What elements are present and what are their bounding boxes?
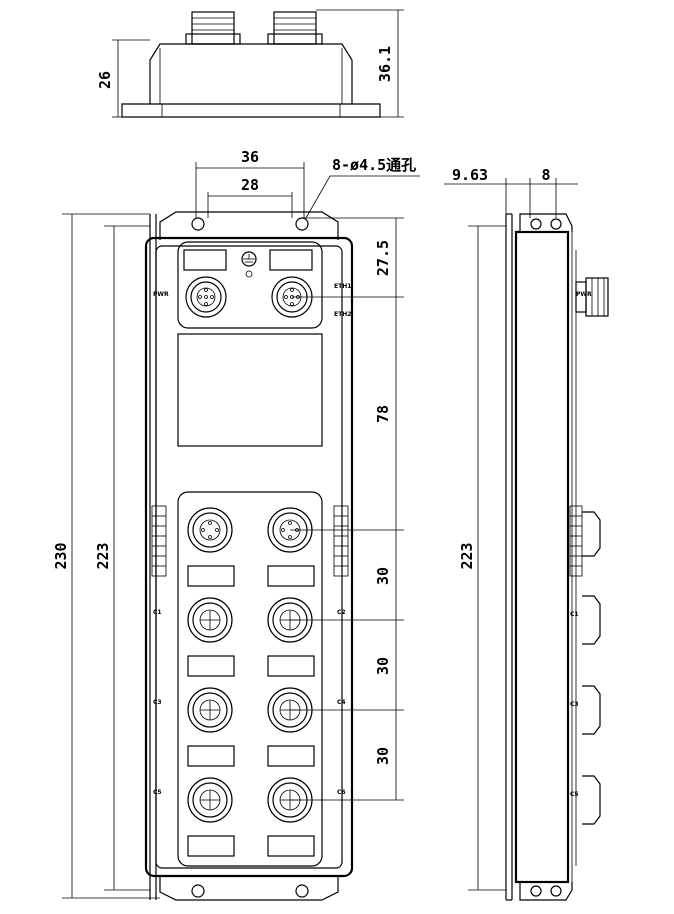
label-side-pwr: PWR	[576, 291, 592, 298]
label-c2: C2	[337, 609, 346, 616]
dim-223: 223	[94, 542, 112, 569]
dim-26: 26	[96, 71, 114, 89]
dim-30-1: 30	[374, 567, 392, 585]
mount-hole-icon	[530, 885, 542, 897]
dim-27-5: 27.5	[374, 240, 392, 276]
mount-hole-icon	[191, 884, 205, 898]
top-connector-left	[185, 11, 241, 45]
mount-hole-icon	[550, 218, 562, 230]
top-connector-right	[267, 11, 323, 45]
label-eth1: ETH1	[334, 283, 351, 290]
dim-28: 28	[241, 176, 259, 194]
m12-port-icon	[187, 777, 233, 823]
led-stack-left	[151, 505, 167, 577]
side-port-bump	[582, 775, 601, 825]
dim-8: 8	[541, 166, 550, 184]
mount-hole-icon	[295, 217, 309, 231]
label-eth2: ETH2	[334, 311, 351, 318]
label-c6: C6	[337, 789, 346, 796]
mount-hole-icon	[550, 885, 562, 897]
side-port-bump	[582, 685, 601, 735]
label-side-c3: C3	[570, 701, 579, 708]
label-window	[177, 333, 323, 447]
label-c4: C4	[337, 699, 346, 706]
top-view: 26 36.1	[96, 9, 404, 118]
front-view: PWR ETH1 ETH2	[52, 148, 420, 901]
label-side-c1: C1	[570, 611, 579, 618]
dim-36-1: 36.1	[376, 46, 394, 82]
dim-30-2: 30	[374, 657, 392, 675]
hole-note: 8-ø4.5通孔	[332, 156, 416, 174]
side-port-bump	[582, 511, 601, 557]
label-c3: C3	[153, 699, 162, 706]
side-connector-icon	[575, 277, 609, 317]
dim-223-side: 223	[458, 542, 476, 569]
m12-port-icon	[187, 597, 233, 643]
m12-port-icon	[187, 507, 233, 553]
mount-hole-icon	[530, 218, 542, 230]
mount-hole-icon	[191, 217, 205, 231]
side-view: PWR C1 C3 C5 9.63 8 223	[444, 166, 609, 901]
label-c5: C5	[153, 789, 162, 796]
led-stack-right	[333, 505, 349, 577]
dim-36: 36	[241, 148, 259, 166]
mount-hole-icon	[295, 884, 309, 898]
side-led-stack	[569, 505, 583, 577]
dim-78: 78	[374, 405, 392, 423]
label-side-c5: C5	[570, 791, 579, 798]
side-port-bump	[582, 595, 601, 645]
dim-30-3: 30	[374, 747, 392, 765]
dim-9-63: 9.63	[452, 166, 488, 184]
dim-230: 230	[52, 542, 70, 569]
ground-icon	[241, 251, 257, 278]
m12-port-icon	[187, 687, 233, 733]
m12-connector-icon	[185, 276, 227, 318]
label-pwr: PWR	[153, 291, 169, 298]
label-c1: C1	[153, 609, 162, 616]
